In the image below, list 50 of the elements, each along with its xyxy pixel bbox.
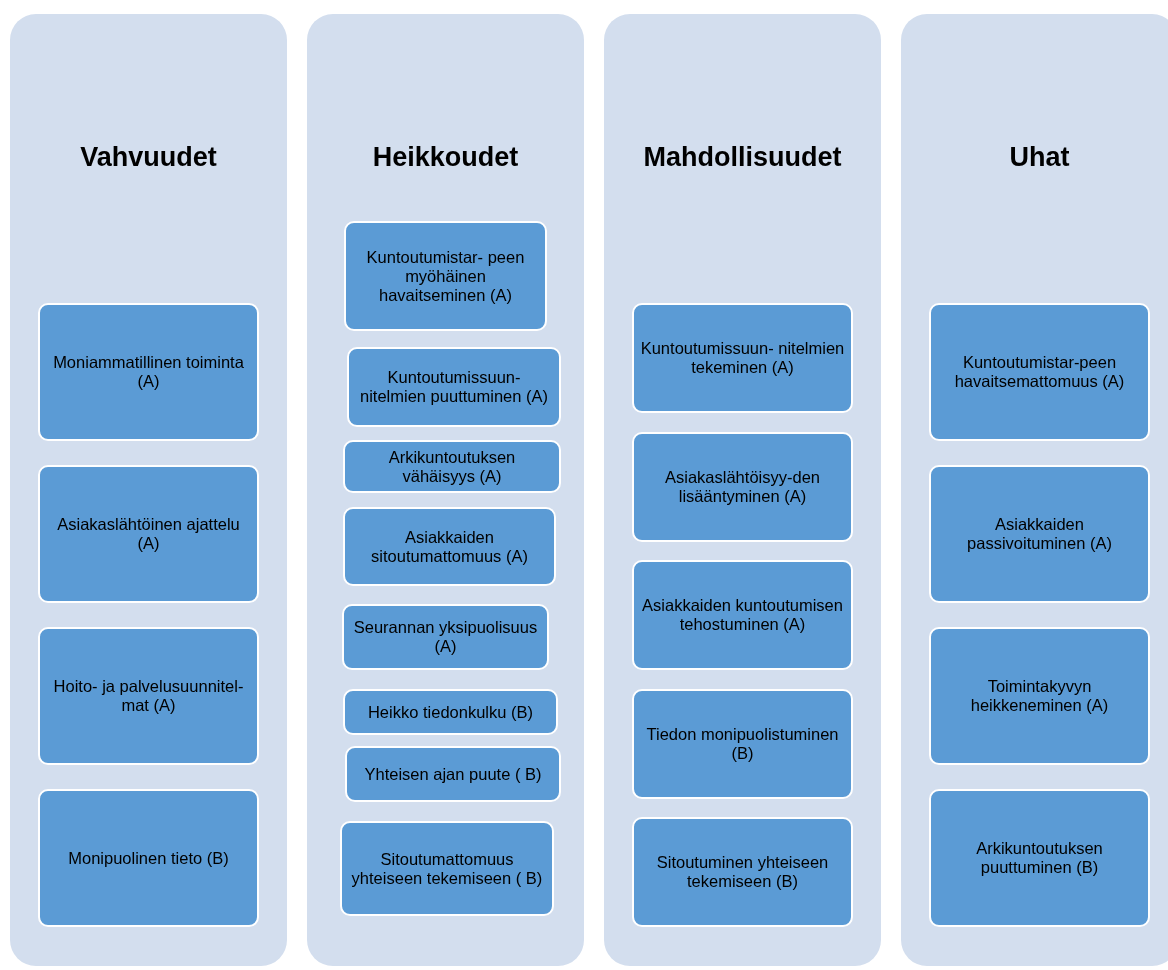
item-text: Tiedon monipuolistuminen (B)	[646, 725, 839, 762]
column-heading: Vahvuudet	[80, 142, 217, 173]
item-text: Asiakkaiden passivoituminen (A)	[967, 515, 1112, 552]
item-box	[929, 627, 1150, 765]
item-box	[929, 789, 1150, 927]
item-text: Yhteisen ajan puute ( B)	[364, 764, 542, 783]
item-text: Toimintakyvyn heikkeneminen (A)	[970, 677, 1109, 714]
item-box	[632, 560, 853, 670]
item-box	[347, 347, 561, 427]
item-text: Kuntoutumistar-peen havaitsemattomuus (A)	[954, 353, 1125, 390]
column-heading: Heikkoudet	[372, 142, 519, 173]
item-box	[343, 507, 556, 586]
item-text: Arkikuntoutuksen puuttuminen (B)	[976, 839, 1103, 876]
item-text: Sitoutumattomuus yhteiseen tekemiseen ( B)	[351, 849, 543, 887]
item-text: Kuntoutumistar- peen myöhäinen havaitseminen (A)	[366, 247, 525, 304]
column-heading: Mahdollisuudet	[643, 142, 842, 173]
item-text: Asiakkaiden kuntoutumisen tehostuminen (A)	[642, 596, 843, 633]
item-box	[632, 817, 853, 927]
column-panel	[10, 14, 287, 966]
item-box	[340, 821, 554, 916]
item-box	[632, 303, 853, 413]
item-box	[38, 465, 259, 603]
item-box	[345, 746, 561, 802]
column-panel	[307, 14, 584, 966]
item-text: Heikko tiedonkulku (B)	[367, 702, 534, 721]
item-box	[632, 689, 853, 799]
item-text: Hoito- ja palvelusuunnitel-mat (A)	[53, 677, 244, 714]
item-box	[344, 221, 547, 331]
item-box	[343, 440, 561, 493]
item-box	[632, 432, 853, 542]
item-box	[343, 689, 558, 735]
item-text: Moniammatillinen toiminta (A)	[53, 353, 244, 390]
item-text: Seurannan yksipuolisuus (A)	[353, 618, 538, 655]
column-heading: Uhat	[1009, 142, 1070, 173]
column-panel	[901, 14, 1168, 966]
item-text: Asiakaslähtöinen ajattelu (A)	[57, 515, 240, 552]
column-panel	[604, 14, 881, 966]
item-text: Sitoutuminen yhteiseen tekemiseen (B)	[656, 853, 829, 890]
item-box	[929, 465, 1150, 603]
item-text: Kuntoutumissuun- nitelmien puuttuminen (A)	[360, 368, 548, 405]
item-box	[342, 604, 549, 670]
item-text: Asiakaslähtöisyy-den lisääntyminen (A)	[665, 468, 820, 505]
item-box	[38, 303, 259, 441]
item-text: Kuntoutumissuun- nitelmien tekeminen (A)	[640, 339, 845, 376]
item-text: Asiakkaiden sitoutumattomuus (A)	[371, 527, 528, 565]
item-box	[38, 789, 259, 927]
item-box	[38, 627, 259, 765]
item-text: Monipuolinen tieto (B)	[68, 848, 229, 867]
item-box	[929, 303, 1150, 441]
item-text: Arkikuntoutuksen vähäisyys (A)	[388, 447, 516, 485]
